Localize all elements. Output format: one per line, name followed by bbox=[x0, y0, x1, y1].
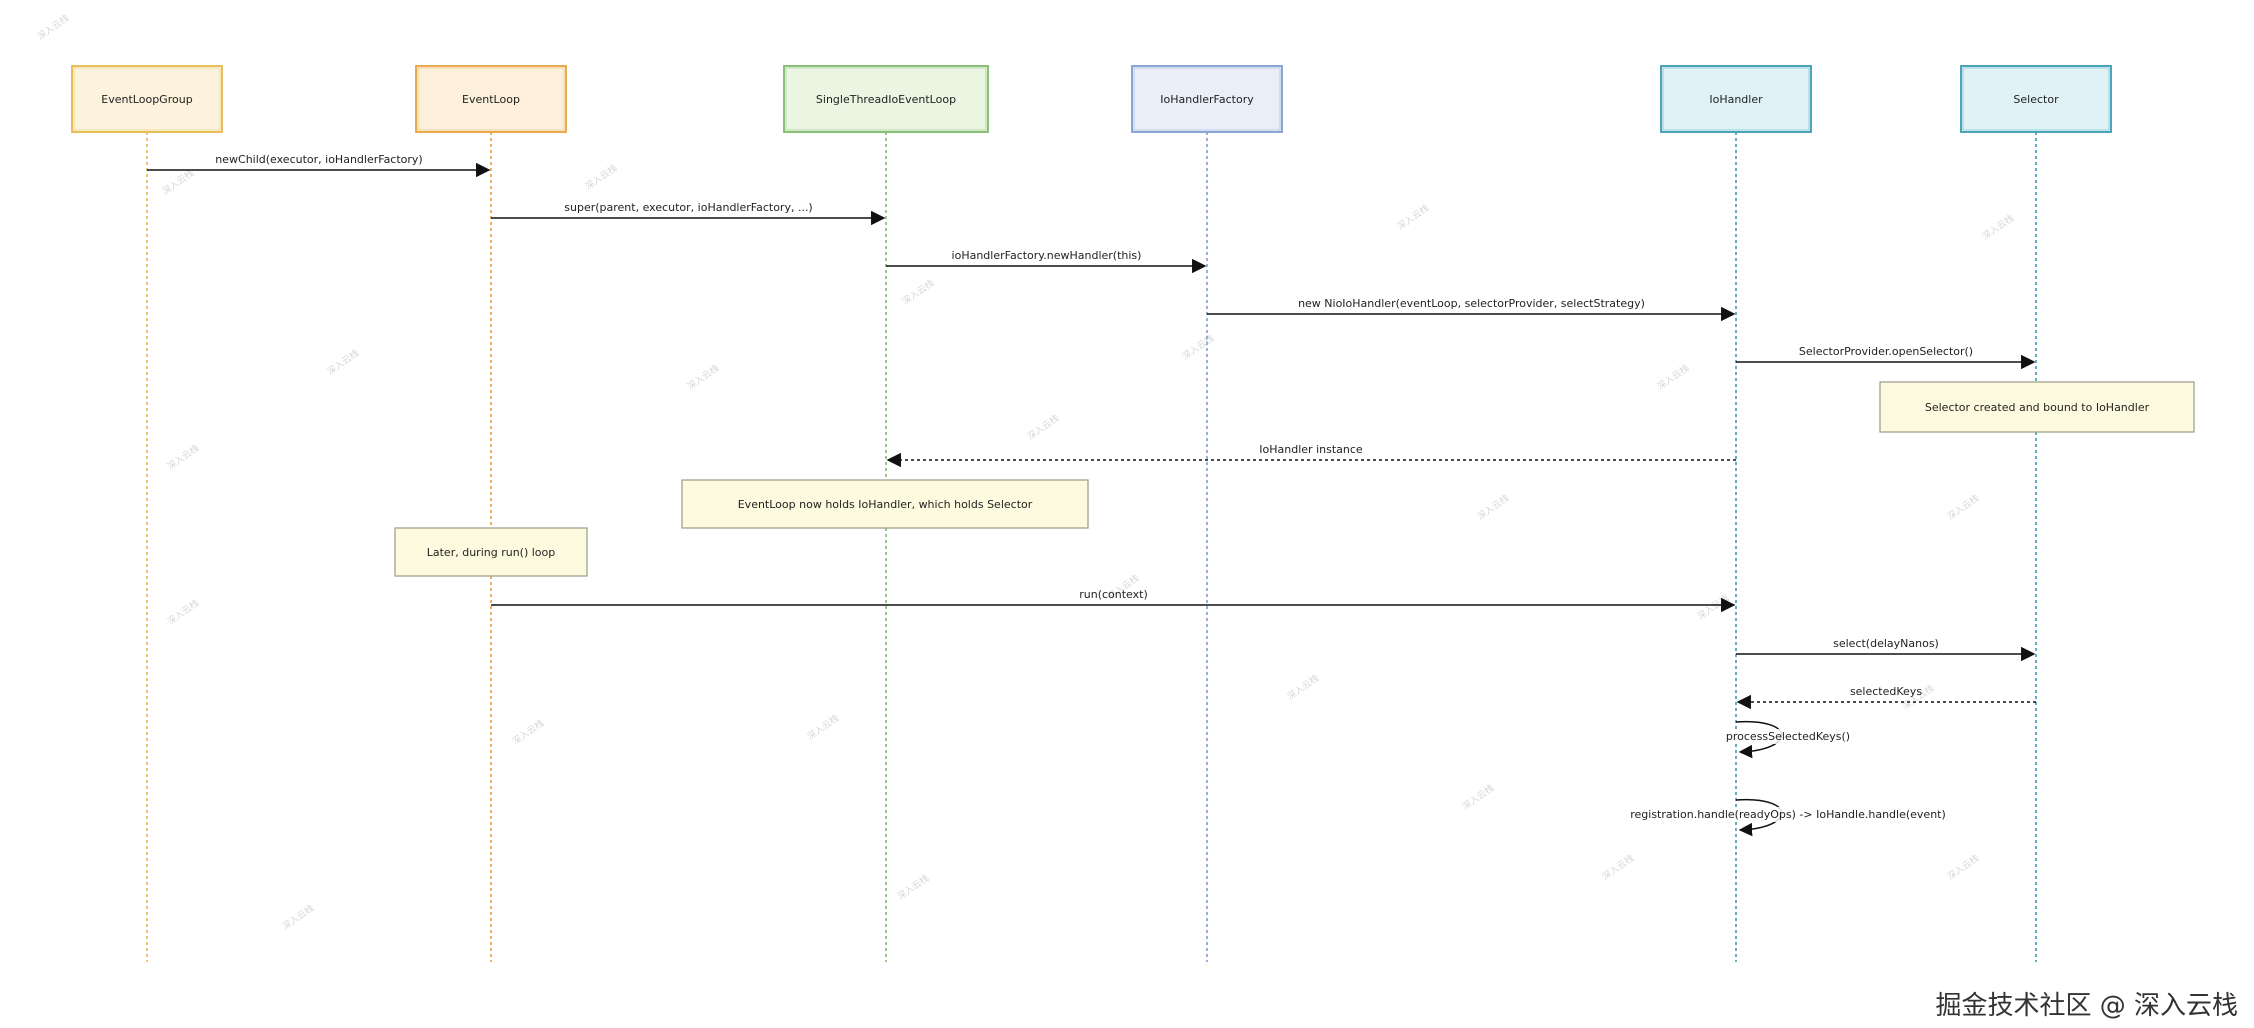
participant-label: Selector bbox=[2013, 93, 2059, 106]
note-box bbox=[394, 527, 588, 577]
note-selector-created: Selector created and bound to IoHandler bbox=[1879, 381, 2195, 433]
watermark-text: 深入云栈 bbox=[165, 597, 201, 627]
watermark-text: 深入云栈 bbox=[35, 12, 71, 42]
participant-box bbox=[1960, 65, 2112, 133]
note-eventloop-holds: EventLoop now holds IoHandler, which hol… bbox=[681, 479, 1089, 529]
watermark-text: 深入云栈 bbox=[1180, 332, 1216, 362]
note-later-run: Later, during run() loop bbox=[394, 527, 588, 577]
message-6: IoHandler instance bbox=[886, 443, 1736, 468]
watermark-text: 深入云栈 bbox=[1945, 492, 1981, 522]
message-1: newChild(executor, ioHandlerFactory) bbox=[147, 153, 491, 178]
message-label: SelectorProvider.openSelector() bbox=[1799, 345, 1973, 358]
message-label: run(context) bbox=[1079, 588, 1148, 601]
message-label: selectedKeys bbox=[1850, 685, 1922, 698]
message-label: processSelectedKeys() bbox=[1726, 730, 1850, 743]
participant-sel: Selector bbox=[1960, 65, 2112, 133]
participant-box bbox=[1660, 65, 1812, 133]
participant-ih: IoHandler bbox=[1660, 65, 1812, 133]
message-5: SelectorProvider.openSelector() bbox=[1736, 345, 2036, 370]
participant-label: IoHandlerFactory bbox=[1160, 93, 1254, 106]
message-label: IoHandler instance bbox=[1259, 443, 1363, 456]
watermark-text: 深入云栈 bbox=[1980, 212, 2016, 242]
watermark-text: 深入云栈 bbox=[805, 712, 841, 742]
watermark-text: 深入云栈 bbox=[160, 167, 196, 197]
message-label: newChild(executor, ioHandlerFactory) bbox=[215, 153, 422, 166]
participant-box bbox=[415, 65, 567, 133]
participant-box bbox=[783, 65, 989, 133]
note-box bbox=[1879, 381, 2195, 433]
message-9: selectedKeys bbox=[1736, 685, 2036, 710]
watermark-text: 深入云栈 bbox=[1025, 412, 1061, 442]
note-text: Selector created and bound to IoHandler bbox=[1925, 401, 2150, 414]
watermark-text: 深入云栈 bbox=[685, 362, 721, 392]
participant-label: EventLoop bbox=[462, 93, 520, 106]
watermark-text: 深入云栈 bbox=[583, 162, 619, 192]
note-text: EventLoop now holds IoHandler, which hol… bbox=[738, 498, 1033, 511]
participant-stel: SingleThreadIoEventLoop bbox=[783, 65, 989, 133]
participant-label: SingleThreadIoEventLoop bbox=[816, 93, 956, 106]
note-box bbox=[681, 479, 1089, 529]
watermark-text: 深入云栈 bbox=[1945, 852, 1981, 882]
message-10: processSelectedKeys() bbox=[1723, 720, 1853, 759]
watermark-text: 深入云栈 bbox=[165, 442, 201, 472]
message-label: registration.handle(readyOps) -> IoHandl… bbox=[1630, 808, 1946, 821]
participant-box bbox=[1131, 65, 1283, 133]
message-3: ioHandlerFactory.newHandler(this) bbox=[886, 249, 1207, 274]
footer-credit: 掘金技术社区 @ 深入云栈 bbox=[1935, 991, 2238, 1021]
message-label: new NioIoHandler(eventLoop, selectorProv… bbox=[1298, 297, 1645, 310]
watermark-text: 深入云栈 bbox=[1475, 492, 1511, 522]
watermark-text: 深入云栈 bbox=[895, 872, 931, 902]
message-11: registration.handle(readyOps) -> IoHandl… bbox=[1628, 798, 1948, 837]
watermark-text: 深入云栈 bbox=[1460, 782, 1496, 812]
message-label: ioHandlerFactory.newHandler(this) bbox=[952, 249, 1142, 262]
watermark-text: 深入云栈 bbox=[510, 717, 546, 747]
message-7: run(context) bbox=[491, 588, 1736, 613]
watermark-text: 深入云栈 bbox=[280, 902, 316, 932]
participant-box bbox=[71, 65, 223, 133]
participant-ihf: IoHandlerFactory bbox=[1131, 65, 1283, 133]
message-label: select(delayNanos) bbox=[1833, 637, 1939, 650]
participant-elg: EventLoopGroup bbox=[71, 65, 223, 133]
message-label: super(parent, executor, ioHandlerFactory… bbox=[564, 201, 812, 214]
participant-label: IoHandler bbox=[1709, 93, 1763, 106]
watermark-text: 深入云栈 bbox=[900, 277, 936, 307]
watermark-text: 深入云栈 bbox=[325, 347, 361, 377]
watermark-text: 深入云栈 bbox=[1695, 592, 1731, 622]
message-8: select(delayNanos) bbox=[1736, 637, 2036, 662]
note-text: Later, during run() loop bbox=[427, 546, 556, 559]
watermark-text: 深入云栈 bbox=[1600, 852, 1636, 882]
message-2: super(parent, executor, ioHandlerFactory… bbox=[491, 201, 886, 226]
watermark-text: 深入云栈 bbox=[1655, 362, 1691, 392]
watermark-text: 深入云栈 bbox=[1285, 672, 1321, 702]
participant-label: EventLoopGroup bbox=[101, 93, 192, 106]
message-4: new NioIoHandler(eventLoop, selectorProv… bbox=[1207, 297, 1736, 322]
watermark-text: 深入云栈 bbox=[1395, 202, 1431, 232]
participant-el: EventLoop bbox=[415, 65, 567, 133]
